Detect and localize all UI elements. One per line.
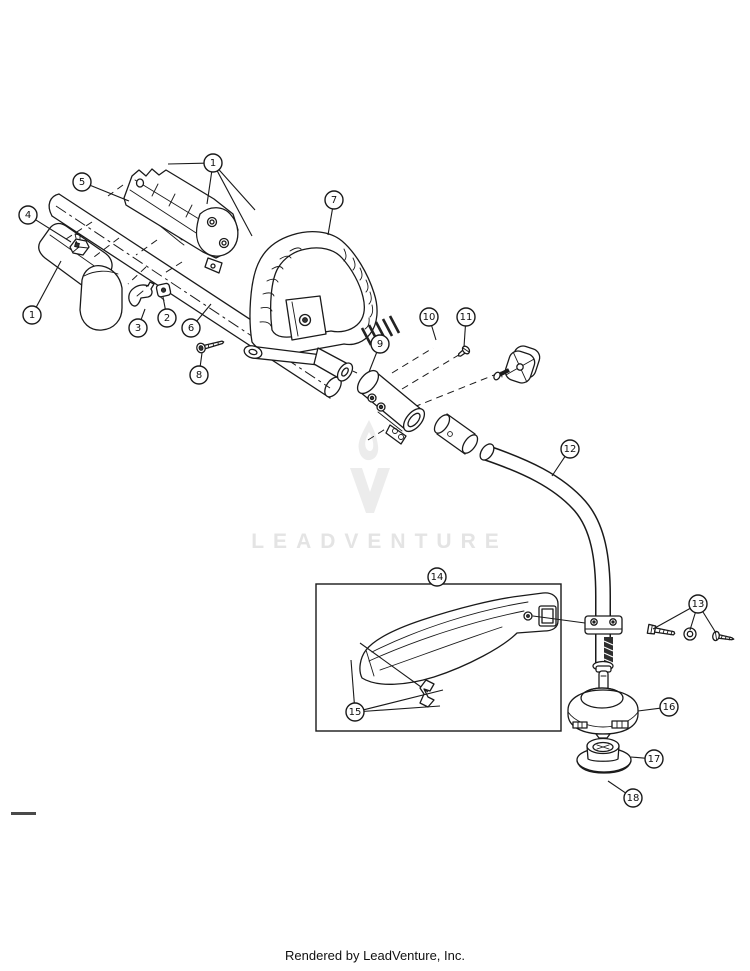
leadventure-logo-icon — [350, 420, 390, 513]
part-shaft-clamp — [584, 615, 623, 635]
svg-text:8: 8 — [196, 370, 202, 381]
part-bolt-8 — [196, 340, 225, 354]
svg-text:3: 3 — [135, 323, 141, 334]
svg-text:4: 4 — [25, 210, 31, 221]
callout-3: 3 — [128, 318, 148, 338]
callout-6: 6 — [181, 318, 201, 338]
svg-text:11: 11 — [460, 312, 473, 323]
callout-7: 7 — [324, 190, 344, 210]
watermark-text: LEADVENTURE — [251, 530, 508, 553]
part-throttle-trigger — [128, 281, 155, 307]
svg-text:1: 1 — [210, 158, 216, 169]
callout-10: 10 — [419, 307, 439, 327]
part-trimmer-head — [567, 687, 639, 739]
part-housing-left — [38, 222, 123, 331]
callout-1: 1 — [22, 305, 42, 325]
callout-9: 9 — [370, 334, 390, 354]
svg-text:15: 15 — [349, 707, 362, 718]
svg-text:14: 14 — [431, 572, 444, 583]
callout-1: 1 — [203, 153, 223, 173]
svg-text:13: 13 — [692, 599, 705, 610]
part-shaft-housing-upper — [123, 168, 239, 274]
callout-12: 12 — [560, 439, 580, 459]
part-spool — [576, 737, 632, 774]
part-debris-guard — [359, 592, 586, 693]
svg-text:18: 18 — [627, 793, 640, 804]
callout-15: 15 — [345, 702, 365, 722]
part-drive-spring — [603, 637, 614, 664]
callout-4: 4 — [18, 205, 38, 225]
part-switch — [155, 282, 172, 301]
svg-text:10: 10 — [423, 312, 436, 323]
callout-16: 16 — [659, 697, 679, 717]
svg-text:1: 1 — [29, 310, 35, 321]
part-fasteners-13 — [646, 623, 735, 642]
part-cable-clip — [69, 233, 90, 256]
footer-credit: Rendered by LeadVenture, Inc. — [285, 948, 465, 963]
callout-11: 11 — [456, 307, 476, 327]
part-coupler — [356, 369, 426, 445]
callout-5: 5 — [72, 172, 92, 192]
part-clamp-knob — [493, 345, 541, 384]
callout-13: 13 — [688, 594, 708, 614]
callout-18: 18 — [623, 788, 643, 808]
page-margin-dash — [11, 812, 36, 815]
svg-text:12: 12 — [564, 444, 577, 455]
part-output-shaft — [592, 660, 614, 692]
part-adapter-sleeve — [433, 413, 479, 455]
svg-text:5: 5 — [79, 177, 85, 188]
callout-8: 8 — [189, 365, 209, 385]
callout-17: 17 — [644, 749, 664, 769]
callout-2: 2 — [157, 308, 177, 328]
svg-text:2: 2 — [164, 313, 170, 324]
callout-14: 14 — [427, 567, 447, 587]
svg-text:9: 9 — [377, 339, 383, 350]
part-line-cutter-blade — [419, 679, 435, 708]
svg-text:16: 16 — [663, 702, 676, 713]
part-bolt-11 — [457, 345, 471, 357]
part-handle-clamp — [243, 295, 401, 382]
part-lower-shaft — [479, 443, 611, 663]
svg-text:6: 6 — [188, 323, 194, 334]
explode-alignment-dashes — [62, 184, 495, 441]
part-loop-handle — [249, 230, 378, 355]
svg-text:17: 17 — [648, 754, 661, 765]
svg-text:7: 7 — [331, 195, 337, 206]
